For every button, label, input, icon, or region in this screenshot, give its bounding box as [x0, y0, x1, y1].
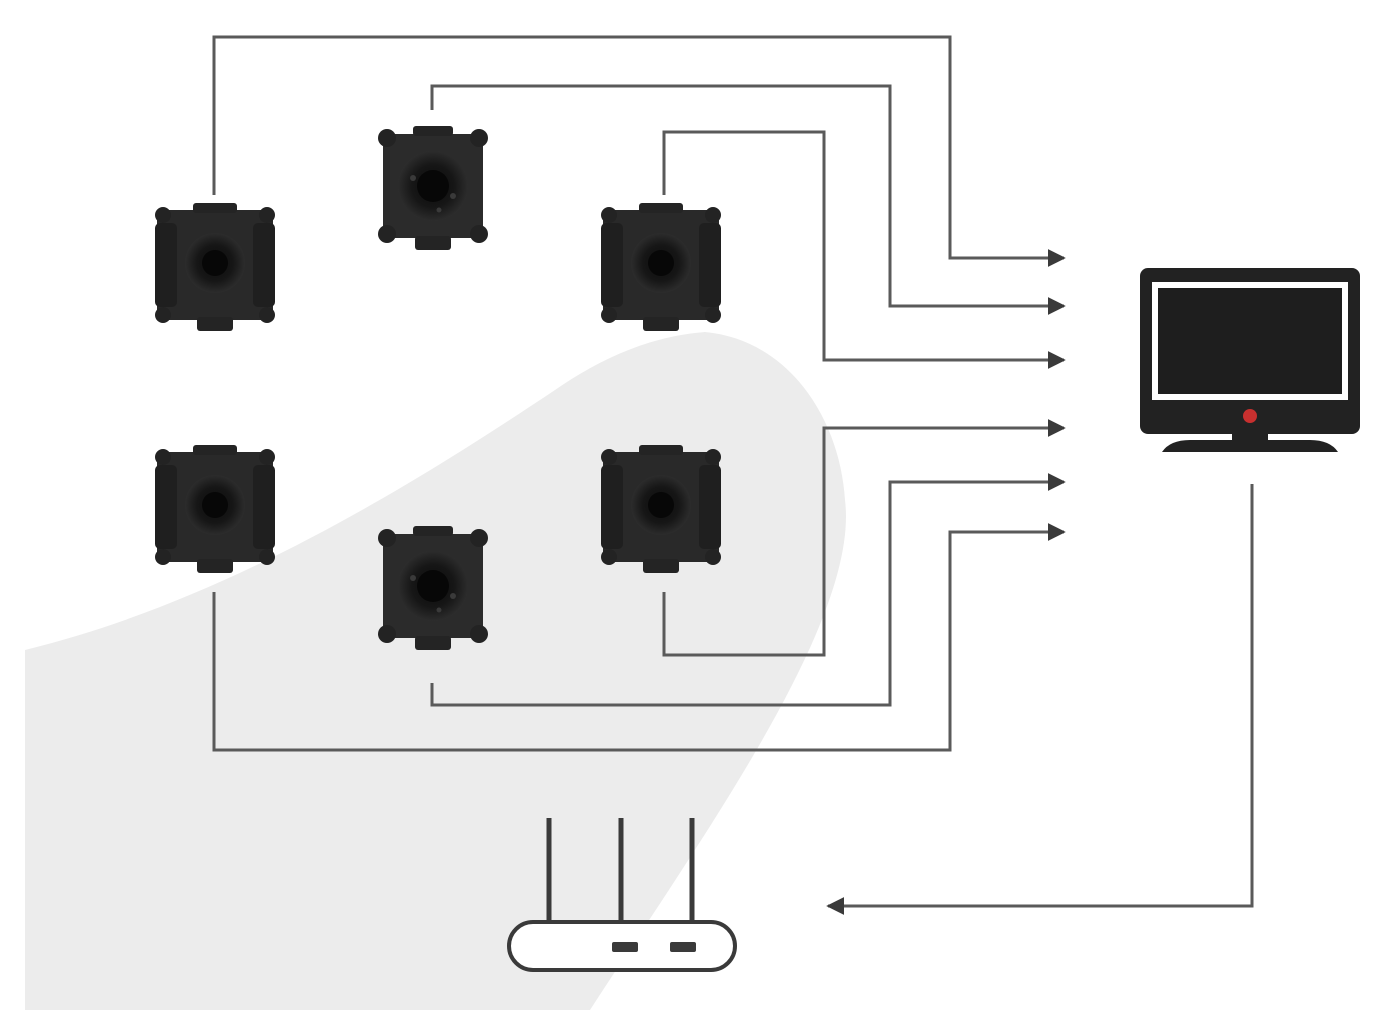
camera-connections: [212, 35, 1066, 752]
depth-camera-icon: [155, 445, 275, 573]
depth-camera-icon: [155, 203, 275, 331]
edge-camera-2-computer: [430, 84, 1066, 315]
depth-camera-icon: [601, 445, 721, 573]
edge-computer-router: [826, 484, 1254, 915]
edge-camera-4-computer: [212, 523, 1066, 752]
monitor-icon: [1140, 268, 1360, 452]
edge-camera-5-computer: [430, 473, 1066, 707]
field-of-view-region: [25, 332, 846, 1010]
depth-camera-icon: [601, 203, 721, 331]
edge-camera-1-computer: [212, 35, 1066, 267]
depth-camera-icon: [378, 526, 488, 650]
depth-camera-icon: [378, 126, 488, 250]
edge-camera-6-computer: [662, 419, 1066, 657]
edge-camera-3-computer: [662, 130, 1066, 369]
wifi-router-icon: [507, 818, 737, 972]
